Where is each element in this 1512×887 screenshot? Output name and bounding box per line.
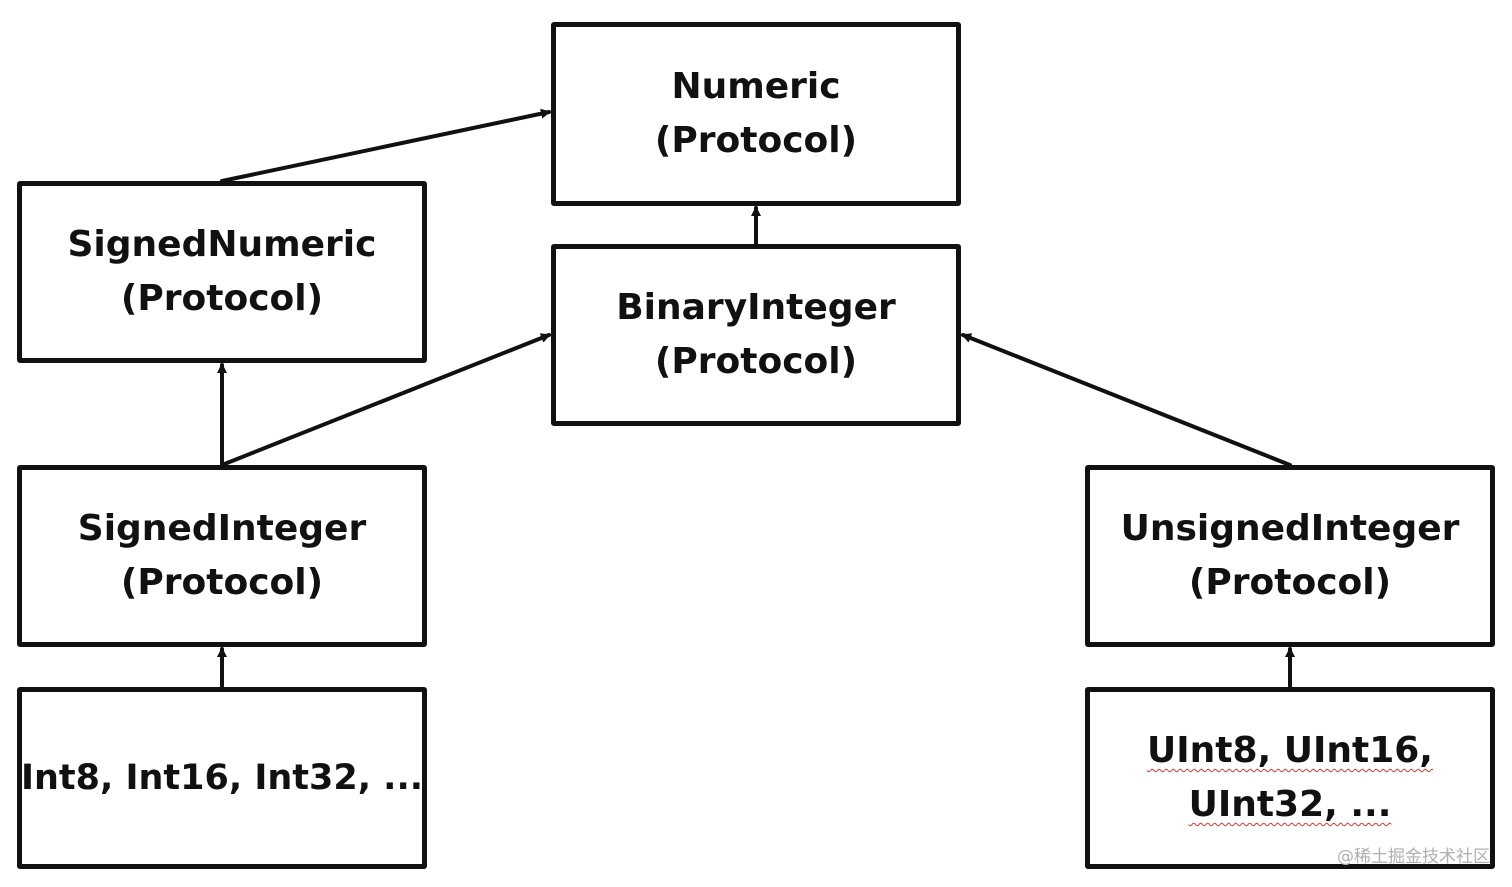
signed-numeric-kind: (Protocol) (120, 278, 324, 319)
edge-signed-numeric-to-numeric (220, 108, 551, 183)
unsigned-integer-name: UnsignedInteger (1120, 508, 1460, 549)
uint-types-label-line2: UInt32, ... (1188, 784, 1392, 825)
signed-integer-name: SignedInteger (77, 508, 367, 549)
binary-integer-kind: (Protocol) (654, 341, 858, 382)
signed-integer-kind: (Protocol) (120, 562, 324, 603)
watermark: @稀土掘金技术社区 (1337, 847, 1490, 867)
numeric-protocol-node: Numeric (Protocol) (551, 22, 961, 206)
int-types-label: Int8, Int16, Int32, ... (20, 758, 424, 798)
binary-integer-protocol-node: BinaryInteger (Protocol) (551, 244, 961, 426)
unsigned-integer-kind: (Protocol) (1188, 562, 1392, 603)
edge-unsigned-integer-to-binary-integer (961, 333, 1292, 467)
uint-types-label-line1: UInt8, UInt16, (1147, 730, 1433, 771)
signed-numeric-protocol-node: SignedNumeric (Protocol) (17, 181, 427, 363)
uint-types-node: UInt8, UInt16, UInt32, ... (1085, 687, 1495, 869)
binary-integer-name: BinaryInteger (616, 287, 896, 328)
unsigned-integer-protocol-node: UnsignedInteger (Protocol) (1085, 465, 1495, 647)
numeric-name: Numeric (671, 66, 841, 107)
signed-integer-protocol-node: SignedInteger (Protocol) (17, 465, 427, 647)
int-types-node: Int8, Int16, Int32, ... (17, 687, 427, 869)
signed-numeric-name: SignedNumeric (67, 224, 377, 265)
edge-signed-integer-to-binary-integer (220, 333, 551, 467)
numeric-kind: (Protocol) (654, 120, 858, 161)
